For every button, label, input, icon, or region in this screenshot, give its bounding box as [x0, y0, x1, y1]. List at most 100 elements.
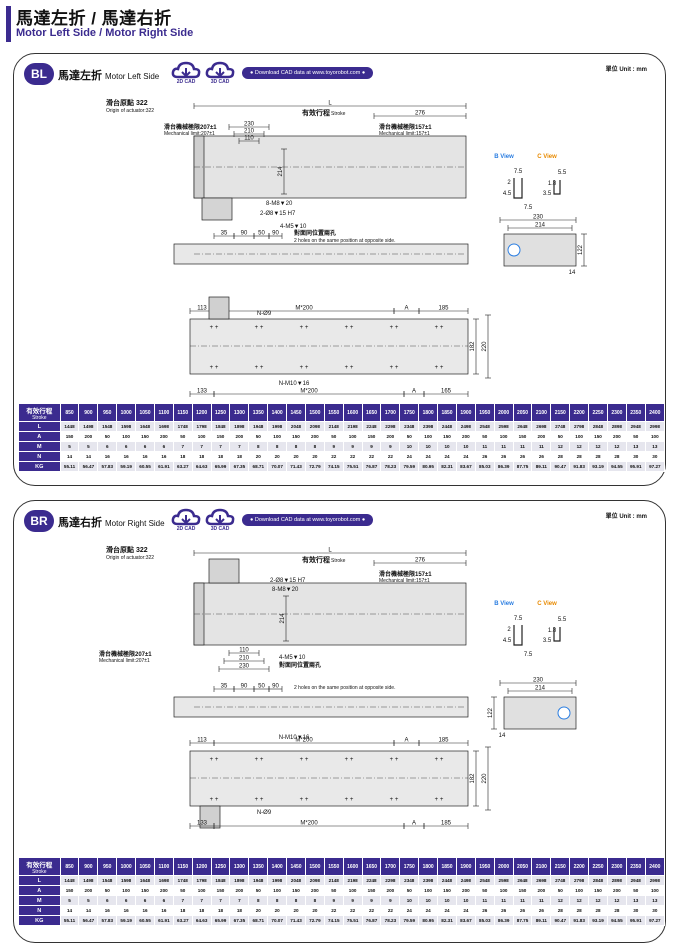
table-cell: 2598	[493, 421, 514, 432]
download-cad-link[interactable]: ● Download CAD data at www.toyorobot.com…	[242, 514, 374, 526]
dimension-label: 35	[221, 684, 228, 690]
c-view-profile	[553, 180, 561, 195]
table-cell: 89.11	[531, 915, 552, 926]
table-stroke-col: 2250	[588, 403, 608, 422]
table-cell: 7	[229, 441, 250, 452]
table-cell: 100	[418, 885, 439, 896]
table-cell: 2848	[588, 875, 608, 886]
mount-hole: + +	[435, 325, 444, 331]
table-cell: 1898	[229, 875, 250, 886]
cad-2d-button[interactable]: 2D CAD	[171, 61, 201, 87]
table-cell: 18	[172, 451, 193, 462]
table-cell: 76.87	[361, 461, 382, 472]
dim-14: 14	[569, 270, 576, 276]
table-stroke-col: 1850	[437, 857, 457, 876]
table-cell: 1948	[248, 421, 269, 432]
table-cell: 1998	[267, 875, 288, 886]
table-cell: 1998	[267, 421, 288, 432]
mount-hole: + +	[345, 797, 354, 803]
table-cell: 2998	[644, 875, 666, 886]
table-stroke-col: 1550	[323, 857, 344, 876]
table-stroke-col: 2250	[588, 857, 608, 876]
table-cell: 200	[229, 885, 250, 896]
table-cell: 8	[286, 895, 306, 906]
mount-hole: + +	[345, 757, 354, 763]
table-stroke-col: 1600	[342, 403, 363, 422]
table-cell: 74.15	[323, 461, 344, 472]
table-cell: 100	[644, 885, 666, 896]
table-cell: 60.55	[135, 461, 155, 472]
dimension-label: 230	[244, 122, 255, 128]
table-cell: 2848	[588, 421, 608, 432]
table-cell: 2498	[455, 421, 476, 432]
table-cell: 68.71	[248, 461, 269, 472]
table-cell: 65.99	[210, 461, 231, 472]
table-cell: 2098	[304, 421, 325, 432]
table-cell: 94.55	[606, 461, 627, 472]
table-cell: 5	[59, 441, 80, 452]
table-cell: 150	[135, 885, 155, 896]
table-cell: 26	[531, 905, 552, 916]
motor-unit	[208, 558, 240, 584]
table-cell: 10	[455, 441, 476, 452]
table-cell: 76.87	[361, 915, 382, 926]
table-cell: 2648	[512, 875, 533, 886]
table-stroke-col: 950	[97, 857, 118, 876]
download-cad-link[interactable]: ● Download CAD data at www.toyorobot.com…	[242, 67, 374, 79]
table-cell: 200	[229, 431, 250, 442]
table-cell: 75.51	[342, 461, 363, 472]
dim-185: 185	[438, 306, 449, 312]
mount-hole: + +	[435, 365, 444, 371]
table-cell: 1798	[191, 421, 212, 432]
table-stroke-col: 2050	[512, 857, 533, 876]
table-cell: 30	[625, 451, 646, 462]
table-cell: 91.83	[569, 461, 590, 472]
table-cell: 78.23	[380, 461, 401, 472]
table-cell: 1648	[135, 421, 155, 432]
table-row-label: A	[18, 431, 61, 442]
table-cell: 150	[437, 885, 457, 896]
table-cell: 70.07	[267, 915, 288, 926]
table-cell: 12	[588, 441, 608, 452]
table-cell: 50	[399, 885, 420, 896]
table-cell: 55.11	[59, 461, 80, 472]
unit-label: 單位 Unit : mm	[605, 67, 647, 73]
dimension-label: 50	[258, 231, 265, 237]
cad-3d-button[interactable]: 3D CAD	[205, 61, 235, 87]
table-stroke-col: 850	[59, 403, 80, 422]
table-cell: 150	[135, 431, 155, 442]
table-cell: 79.59	[399, 461, 420, 472]
table-stroke-col: 1750	[399, 403, 420, 422]
table-cell: 22	[380, 905, 401, 916]
same-holes-label-en: 2 holes on the same position at opposite…	[294, 685, 395, 691]
table-cell: 68.71	[248, 915, 269, 926]
dimension-label: 50	[258, 684, 265, 690]
cad-2d-button[interactable]: 2D CAD	[171, 508, 201, 534]
table-cell: 57.83	[97, 461, 118, 472]
mount-hole: + +	[300, 757, 309, 763]
table-cell: 2748	[550, 421, 571, 432]
table-cell: 78.23	[380, 915, 401, 926]
same-holes-label: 對面同位置兩孔	[279, 661, 321, 669]
table-cell: 55.11	[59, 915, 80, 926]
table-stroke-col: 1300	[229, 403, 250, 422]
table-cell: 59.19	[116, 915, 137, 926]
tap-nm10-label: N-M10▼16	[279, 735, 310, 741]
b-view-marker	[507, 243, 521, 257]
table-cell: 26	[493, 451, 514, 462]
table-cell: 71.43	[286, 915, 306, 926]
dimension-label: 7.5	[514, 616, 523, 622]
cad-3d-button[interactable]: 3D CAD	[205, 508, 235, 534]
table-cell: 2198	[342, 421, 363, 432]
table-cell: 86.39	[493, 915, 514, 926]
table-cell: 7	[172, 895, 193, 906]
table-cell: 18	[191, 905, 212, 916]
table-row-label: L	[18, 421, 61, 432]
dimension-label: 35	[221, 231, 228, 237]
c-view-label: C View	[537, 601, 557, 607]
table-stroke-col: 2050	[512, 403, 533, 422]
